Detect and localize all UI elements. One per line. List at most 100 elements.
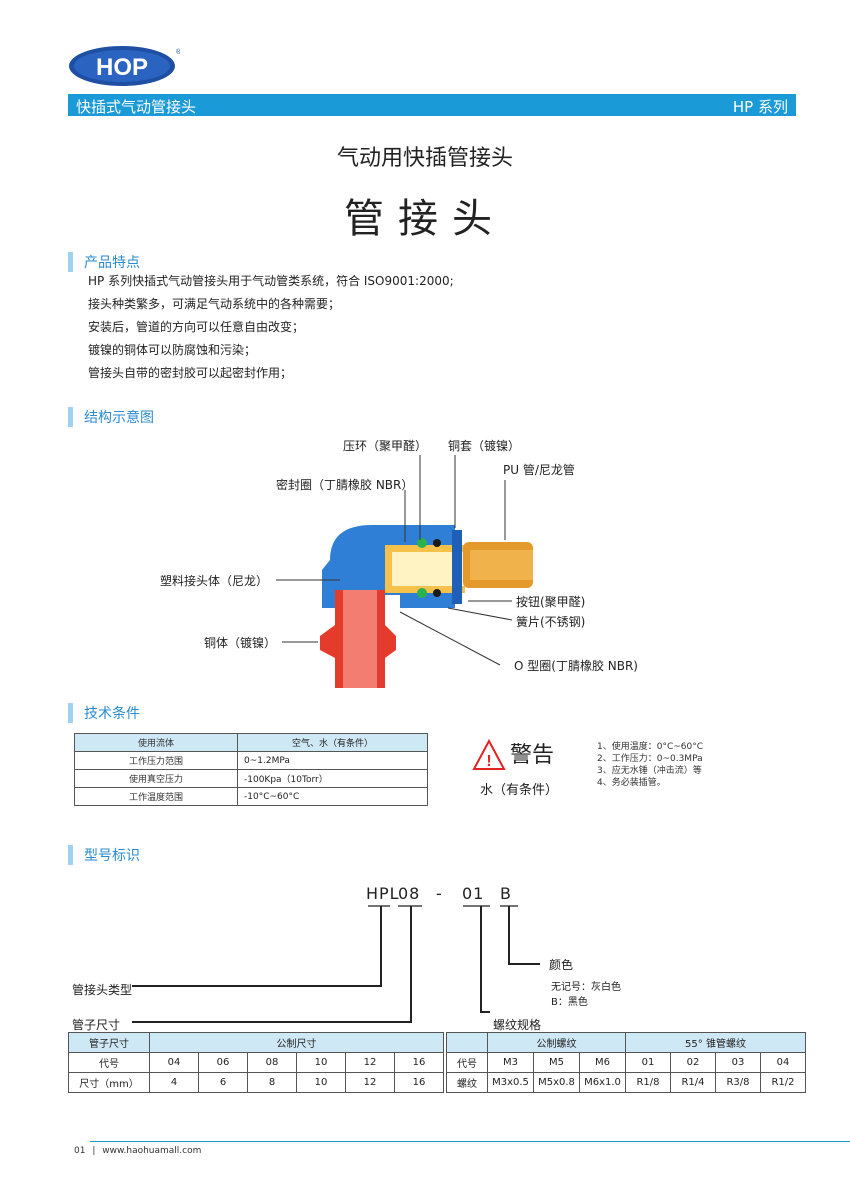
- svg-text:HOP: HOP: [96, 54, 148, 81]
- model-size: 08: [398, 884, 421, 903]
- label-copper-sleeve: 铜套（镀镍）: [448, 439, 521, 453]
- page-title: 管接头: [344, 196, 506, 242]
- model-dash: -: [436, 884, 443, 903]
- feature-item: 镀镍的铜体可以防腐蚀和污染；: [88, 343, 257, 357]
- table-cell: 8: [247, 1072, 297, 1093]
- warning-icon: !: [472, 739, 506, 770]
- feature-item: 安装后，管道的方向可以任意自由改变；: [88, 320, 305, 334]
- model-code-leader-lines: [132, 905, 540, 1023]
- hop-logo: HOP ®: [69, 46, 180, 86]
- table-row: 使用流体 空气、水（有条件）: [74, 733, 428, 752]
- svg-text:®: ®: [176, 48, 180, 56]
- table-cell: 06: [198, 1052, 248, 1073]
- label-fitting-type: 管接头类型: [72, 983, 133, 997]
- table-cell: M3x0.5: [487, 1072, 534, 1093]
- tech-conditions-table: 使用流体 空气、水（有条件） 工作压力范围 0~1.2MPa 使用真空压力 -1…: [74, 733, 428, 806]
- table-row: 代号 04 06 08 10 12 16: [68, 1052, 444, 1073]
- table-cell: 16: [394, 1052, 444, 1073]
- table-cell: 01: [625, 1052, 671, 1073]
- table-cell: 12: [345, 1072, 395, 1093]
- table-row: 尺寸（mm） 4 6 8 10 12 16: [68, 1072, 444, 1093]
- table-cell: -10°C~60°C: [237, 787, 428, 806]
- table-cell: 空气、水（有条件）: [237, 733, 428, 752]
- warning-item: 1、使用温度：0°C~60°C: [597, 742, 704, 752]
- warning-item: 2、工作压力：0~0.3MPa: [597, 754, 703, 764]
- table-cell: 代号: [446, 1052, 488, 1073]
- warning-item: 4、务必装插管。: [597, 778, 666, 788]
- page-subtitle: 气动用快插管接头: [336, 146, 513, 171]
- label-press-ring: 压环（聚甲醛）: [343, 439, 428, 453]
- table-cell: R3/8: [715, 1072, 761, 1093]
- table-header-cell: 管子尺寸: [68, 1032, 150, 1053]
- label-plastic-body: 塑料接头体（尼龙）: [160, 574, 269, 588]
- table-cell: M5x0.8: [533, 1072, 580, 1093]
- table-cell: M5: [533, 1052, 580, 1073]
- feature-item: HP 系列快插式气动管接头用于气动管类系统，符合 ISO9001:2000;: [88, 274, 454, 288]
- table-header-cell: 55° 锥管螺纹: [625, 1032, 806, 1053]
- model-prefix: HPL: [366, 884, 400, 903]
- thread-spec-table: 公制螺纹 55° 锥管螺纹 代号 M3 M5 M6 01 02 03 04 螺纹…: [446, 1032, 806, 1093]
- warning-subtitle: 水（有条件）: [480, 783, 559, 798]
- tube-size-table: 管子尺寸 公制尺寸 代号 04 06 08 10 12 16 尺寸（mm） 4 …: [68, 1032, 444, 1093]
- model-thread: 01: [462, 884, 485, 903]
- table-cell: 工作温度范围: [74, 787, 238, 806]
- table-cell: M6: [579, 1052, 626, 1073]
- table-cell: 使用真空压力: [74, 769, 238, 788]
- svg-text:!: !: [486, 753, 491, 770]
- page-number: 01: [74, 1146, 86, 1156]
- table-cell: M6x1.0: [579, 1072, 626, 1093]
- table-cell: M3: [487, 1052, 534, 1073]
- table-cell: R1/8: [625, 1072, 671, 1093]
- label-pu-tube: PU 管/尼龙管: [503, 463, 575, 477]
- label-color-none: 无记号：灰白色: [551, 982, 621, 993]
- banner-right-text: HP 系列: [732, 98, 788, 116]
- label-color-black: B：黑色: [551, 997, 588, 1008]
- table-cell: 4: [149, 1072, 199, 1093]
- banner-left-text: 快插式气动管接头: [76, 98, 197, 116]
- table-row: 管子尺寸 公制尺寸: [68, 1032, 444, 1053]
- label-color: 颜色: [549, 958, 574, 972]
- table-cell: 16: [394, 1072, 444, 1093]
- table-cell: 04: [149, 1052, 199, 1073]
- table-cell: 尺寸（mm）: [68, 1072, 150, 1093]
- table-header-cell: 公制螺纹: [487, 1032, 626, 1053]
- label-tube-size: 管子尺寸: [72, 1018, 121, 1032]
- table-cell: 6: [198, 1072, 248, 1093]
- table-cell: R1/2: [760, 1072, 806, 1093]
- table-row: 螺纹 M3x0.5 M5x0.8 M6x1.0 R1/8 R1/4 R3/8 R…: [446, 1072, 806, 1093]
- warning-item: 3、应无水锤（冲击流）等: [597, 766, 702, 776]
- table-row: 公制螺纹 55° 锥管螺纹: [446, 1032, 806, 1053]
- feature-item: 管接头自带的密封胶可以起密封作用；: [88, 366, 293, 380]
- section-heading-tech: 技术条件: [68, 703, 140, 723]
- model-color: B: [500, 884, 512, 903]
- table-cell: R1/4: [670, 1072, 716, 1093]
- table-cell: 使用流体: [74, 733, 238, 752]
- label-seal: 密封圈（丁腈橡胶 NBR）: [276, 478, 414, 492]
- table-cell: 12: [345, 1052, 395, 1073]
- table-cell: 10: [296, 1052, 346, 1073]
- table-cell: 0~1.2MPa: [237, 751, 428, 770]
- table-cell: 04: [760, 1052, 806, 1073]
- table-cell: 08: [247, 1052, 297, 1073]
- label-thread-spec: 螺纹规格: [493, 1018, 542, 1032]
- table-cell: 代号: [68, 1052, 150, 1073]
- footer-url[interactable]: www.haohuamall.com: [102, 1146, 202, 1156]
- label-copper-body: 铜体（镀镍）: [204, 636, 277, 650]
- header-banner: 快插式气动管接头 HP 系列: [68, 94, 796, 116]
- section-heading-model: 型号标识: [68, 845, 140, 865]
- table-header-cell: 公制尺寸: [149, 1032, 444, 1053]
- table-cell: 工作压力范围: [74, 751, 238, 770]
- features-list: HP 系列快插式气动管接头用于气动管类系统，符合 ISO9001:2000; 接…: [88, 270, 454, 385]
- label-spring: 簧片(不锈钢): [516, 615, 586, 629]
- section-heading-features: 产品特点: [68, 252, 140, 272]
- table-header-cell: [446, 1032, 488, 1053]
- warning-title: 警告: [510, 743, 555, 768]
- table-row: 使用真空压力 -100Kpa（10Torr）: [74, 769, 428, 788]
- footer: 01 | www.haohuamall.com: [74, 1146, 201, 1156]
- warning-list: 1、使用温度：0°C~60°C 2、工作压力：0~0.3MPa 3、应无水锤（冲…: [597, 741, 703, 789]
- section-heading-structure: 结构示意图: [68, 407, 154, 427]
- table-cell: 螺纹: [446, 1072, 488, 1093]
- fitting-cross-section-diagram: [276, 455, 533, 688]
- label-oring: O 型圈(丁腈橡胶 NBR): [514, 659, 638, 673]
- table-row: 代号 M3 M5 M6 01 02 03 04: [446, 1052, 806, 1073]
